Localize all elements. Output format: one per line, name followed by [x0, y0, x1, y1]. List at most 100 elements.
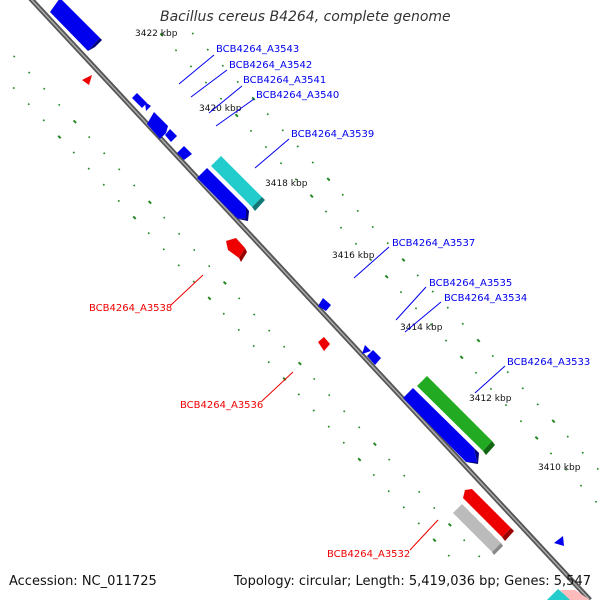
ruler-dot: [28, 71, 31, 74]
ruler-dot: [536, 403, 539, 406]
gene-arrow-forward[interactable]: [165, 129, 177, 142]
gene-arrow-forward[interactable]: [367, 350, 381, 365]
green-feature[interactable]: [417, 376, 492, 451]
green-feature-shadow: [483, 441, 495, 455]
ruler-dot: [296, 145, 299, 148]
ruler-dot: [251, 96, 256, 101]
ruler-dot: [551, 419, 556, 424]
ruler-dot: [267, 360, 270, 364]
gene-arrow-forward[interactable]: [50, 0, 100, 51]
gene-label-a3535[interactable]: BCB4264_A3535: [429, 278, 512, 289]
corner-feature: [560, 590, 590, 600]
ruler-dot: [118, 168, 121, 171]
ruler-dot: [358, 426, 361, 429]
tick-label-3412: 3412 kbp: [469, 394, 512, 404]
tick-label-3410: 3410 kbp: [538, 463, 581, 473]
ruler-dot: [27, 102, 30, 106]
ruler-dot: [222, 280, 227, 285]
gene-arrow-forward[interactable]: [403, 388, 477, 462]
tick-label-3418: 3418 kbp: [265, 179, 308, 189]
ruler-dot: [178, 232, 181, 236]
ruler-dot: [369, 258, 373, 262]
tick-label-3416: 3416 kbp: [332, 251, 375, 261]
gene-arrow-forward[interactable]: [147, 112, 168, 139]
ruler-dot: [371, 225, 374, 229]
ruler-dot: [72, 119, 77, 124]
corner-feature: [547, 589, 571, 600]
ruler-dot: [372, 442, 377, 447]
gene-arrow-forward[interactable]: [318, 298, 331, 311]
gene-arrow-reverse[interactable]: [318, 337, 330, 351]
gene-arrow-shadow: [466, 448, 479, 464]
ruler-dot: [461, 322, 464, 325]
ruler-dot: [403, 474, 406, 477]
ruler-dot: [418, 490, 421, 494]
ruler-dot: [193, 248, 196, 252]
ruler-dot: [313, 377, 316, 381]
gene-arrow-reverse[interactable]: [226, 238, 245, 258]
ruler-dot: [297, 393, 300, 396]
gene-arrow-forward[interactable]: [554, 536, 564, 546]
ruler-dot: [222, 312, 225, 315]
ruler-dot: [147, 231, 150, 235]
ruler-dot: [581, 451, 584, 454]
gene-label-a3533[interactable]: BCB4264_A3533: [507, 357, 590, 368]
ruler-dot: [219, 97, 223, 100]
ruler-dot: [447, 522, 452, 527]
ruler-dot: [72, 151, 75, 154]
ruler-dot: [433, 506, 436, 510]
ruler-dot: [432, 538, 437, 543]
leader-line: [215, 98, 255, 127]
gene-label-a3542[interactable]: BCB4264_A3542: [229, 60, 312, 71]
ruler-dot: [416, 274, 419, 277]
gene-label-a3534[interactable]: BCB4264_A3534: [444, 293, 527, 304]
gene-label-a3540[interactable]: BCB4264_A3540: [256, 90, 339, 101]
gene-arrow-shadow: [238, 207, 249, 221]
leader-line: [404, 301, 442, 333]
ruler-dot: [236, 80, 239, 84]
page-title: Bacillus cereus B4264, complete genome: [160, 9, 451, 25]
gene-label-a3532[interactable]: BCB4264_A3532: [327, 549, 410, 560]
gene-arrow-reverse[interactable]: [82, 75, 92, 85]
ruler-dot: [596, 467, 599, 471]
gene-arrow-forward[interactable]: [197, 168, 246, 219]
ruler-dot: [564, 468, 568, 471]
gene-label-a3541[interactable]: BCB4264_A3541: [243, 75, 326, 86]
ruler-dot: [384, 274, 389, 279]
tick-label-3414: 3414 kbp: [400, 323, 443, 333]
gene-label-a3537[interactable]: BCB4264_A3537: [392, 238, 475, 249]
gene-arrow-shadow: [502, 528, 514, 541]
gene-arrow-forward[interactable]: [362, 345, 371, 354]
ruler-dot: [206, 48, 209, 51]
gene-label-a3543[interactable]: BCB4264_A3543: [216, 44, 299, 55]
gene-arrow-forward[interactable]: [132, 93, 147, 108]
leader-line: [395, 286, 427, 321]
ruler-dot: [132, 215, 137, 220]
cyan-feature[interactable]: [211, 156, 262, 207]
gene-label-a3538[interactable]: BCB4264_A3538: [89, 303, 172, 314]
gene-label-a3539[interactable]: BCB4264_A3539: [291, 129, 374, 140]
gene-arrow-forward[interactable]: [177, 146, 192, 160]
ruler-dot: [268, 329, 271, 332]
leader-line: [474, 365, 506, 394]
ruler-dot-lines: [12, 32, 599, 558]
gray-feature[interactable]: [453, 504, 501, 552]
ruler-dot: [476, 338, 481, 343]
gene-arrow-forward[interactable]: [145, 102, 151, 111]
ruler-dot: [264, 145, 268, 149]
ruler-dot: [506, 370, 509, 374]
ruler-dot: [326, 177, 331, 182]
ruler-dot: [402, 506, 405, 509]
gene-arrow-shadow: [88, 38, 102, 51]
ruler-dot: [117, 199, 120, 203]
tick-label-3420: 3420 kbp: [199, 104, 242, 114]
ruler-dot: [147, 200, 152, 205]
gene-labels: BCB4264_A3543 BCB4264_A3542 BCB4264_A354…: [89, 44, 590, 560]
ruler-dot: [491, 354, 494, 358]
ruler-dot: [234, 113, 239, 118]
gene-arrow-reverse[interactable]: [463, 489, 511, 537]
gene-label-a3536[interactable]: BCB4264_A3536: [180, 400, 263, 411]
ruler-dot: [311, 161, 314, 164]
ruler-dot: [88, 135, 91, 139]
